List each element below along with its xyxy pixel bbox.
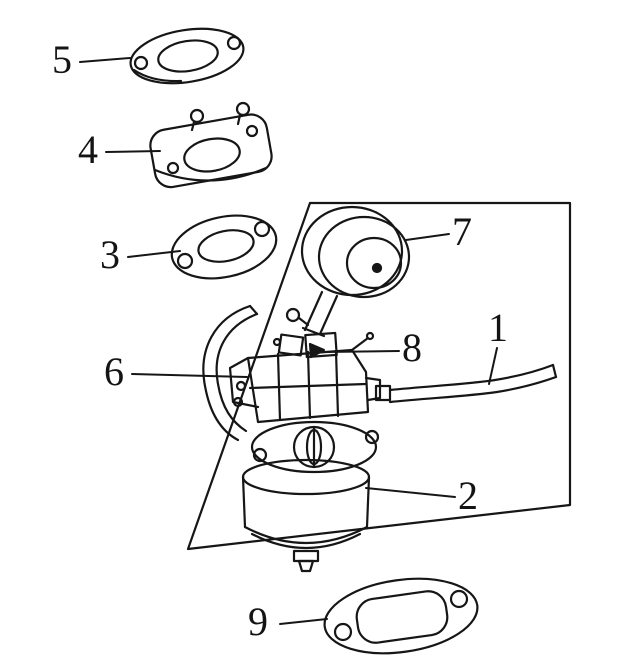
intake-gasket-drawing	[129, 27, 245, 85]
callout-3: 3	[100, 232, 120, 277]
mounting-flange-drawing	[250, 420, 380, 474]
carburetor-body-drawing	[228, 331, 382, 424]
float-bowl-drawing	[241, 458, 371, 573]
callout-8: 8	[402, 325, 422, 370]
leader-line-2	[365, 487, 456, 498]
leader-line-4	[105, 150, 161, 153]
leader-line-1	[488, 347, 498, 385]
leader-line-3	[127, 250, 181, 258]
intake-cap-drawing	[285, 205, 411, 338]
callout-7: 7	[452, 209, 472, 254]
leader-line-8	[323, 350, 400, 353]
callout-2: 2	[458, 473, 478, 518]
carburetor-gasket-drawing	[170, 214, 278, 280]
fuel-pipe-drawing	[374, 363, 558, 404]
leader-lines	[79, 57, 498, 625]
leader-line-6	[131, 373, 248, 378]
leader-line-9	[279, 618, 328, 625]
air-cleaner-gasket-drawing	[323, 577, 479, 655]
leader-line-5	[79, 57, 131, 63]
callout-4: 4	[78, 127, 98, 172]
leader-line-7	[405, 233, 450, 241]
callout-5: 5	[52, 37, 72, 82]
callout-9: 9	[248, 599, 268, 644]
insulator-drawing	[149, 101, 273, 189]
callout-6: 6	[104, 349, 124, 394]
vent-hose-drawing	[202, 304, 259, 442]
callout-1: 1	[488, 305, 508, 350]
